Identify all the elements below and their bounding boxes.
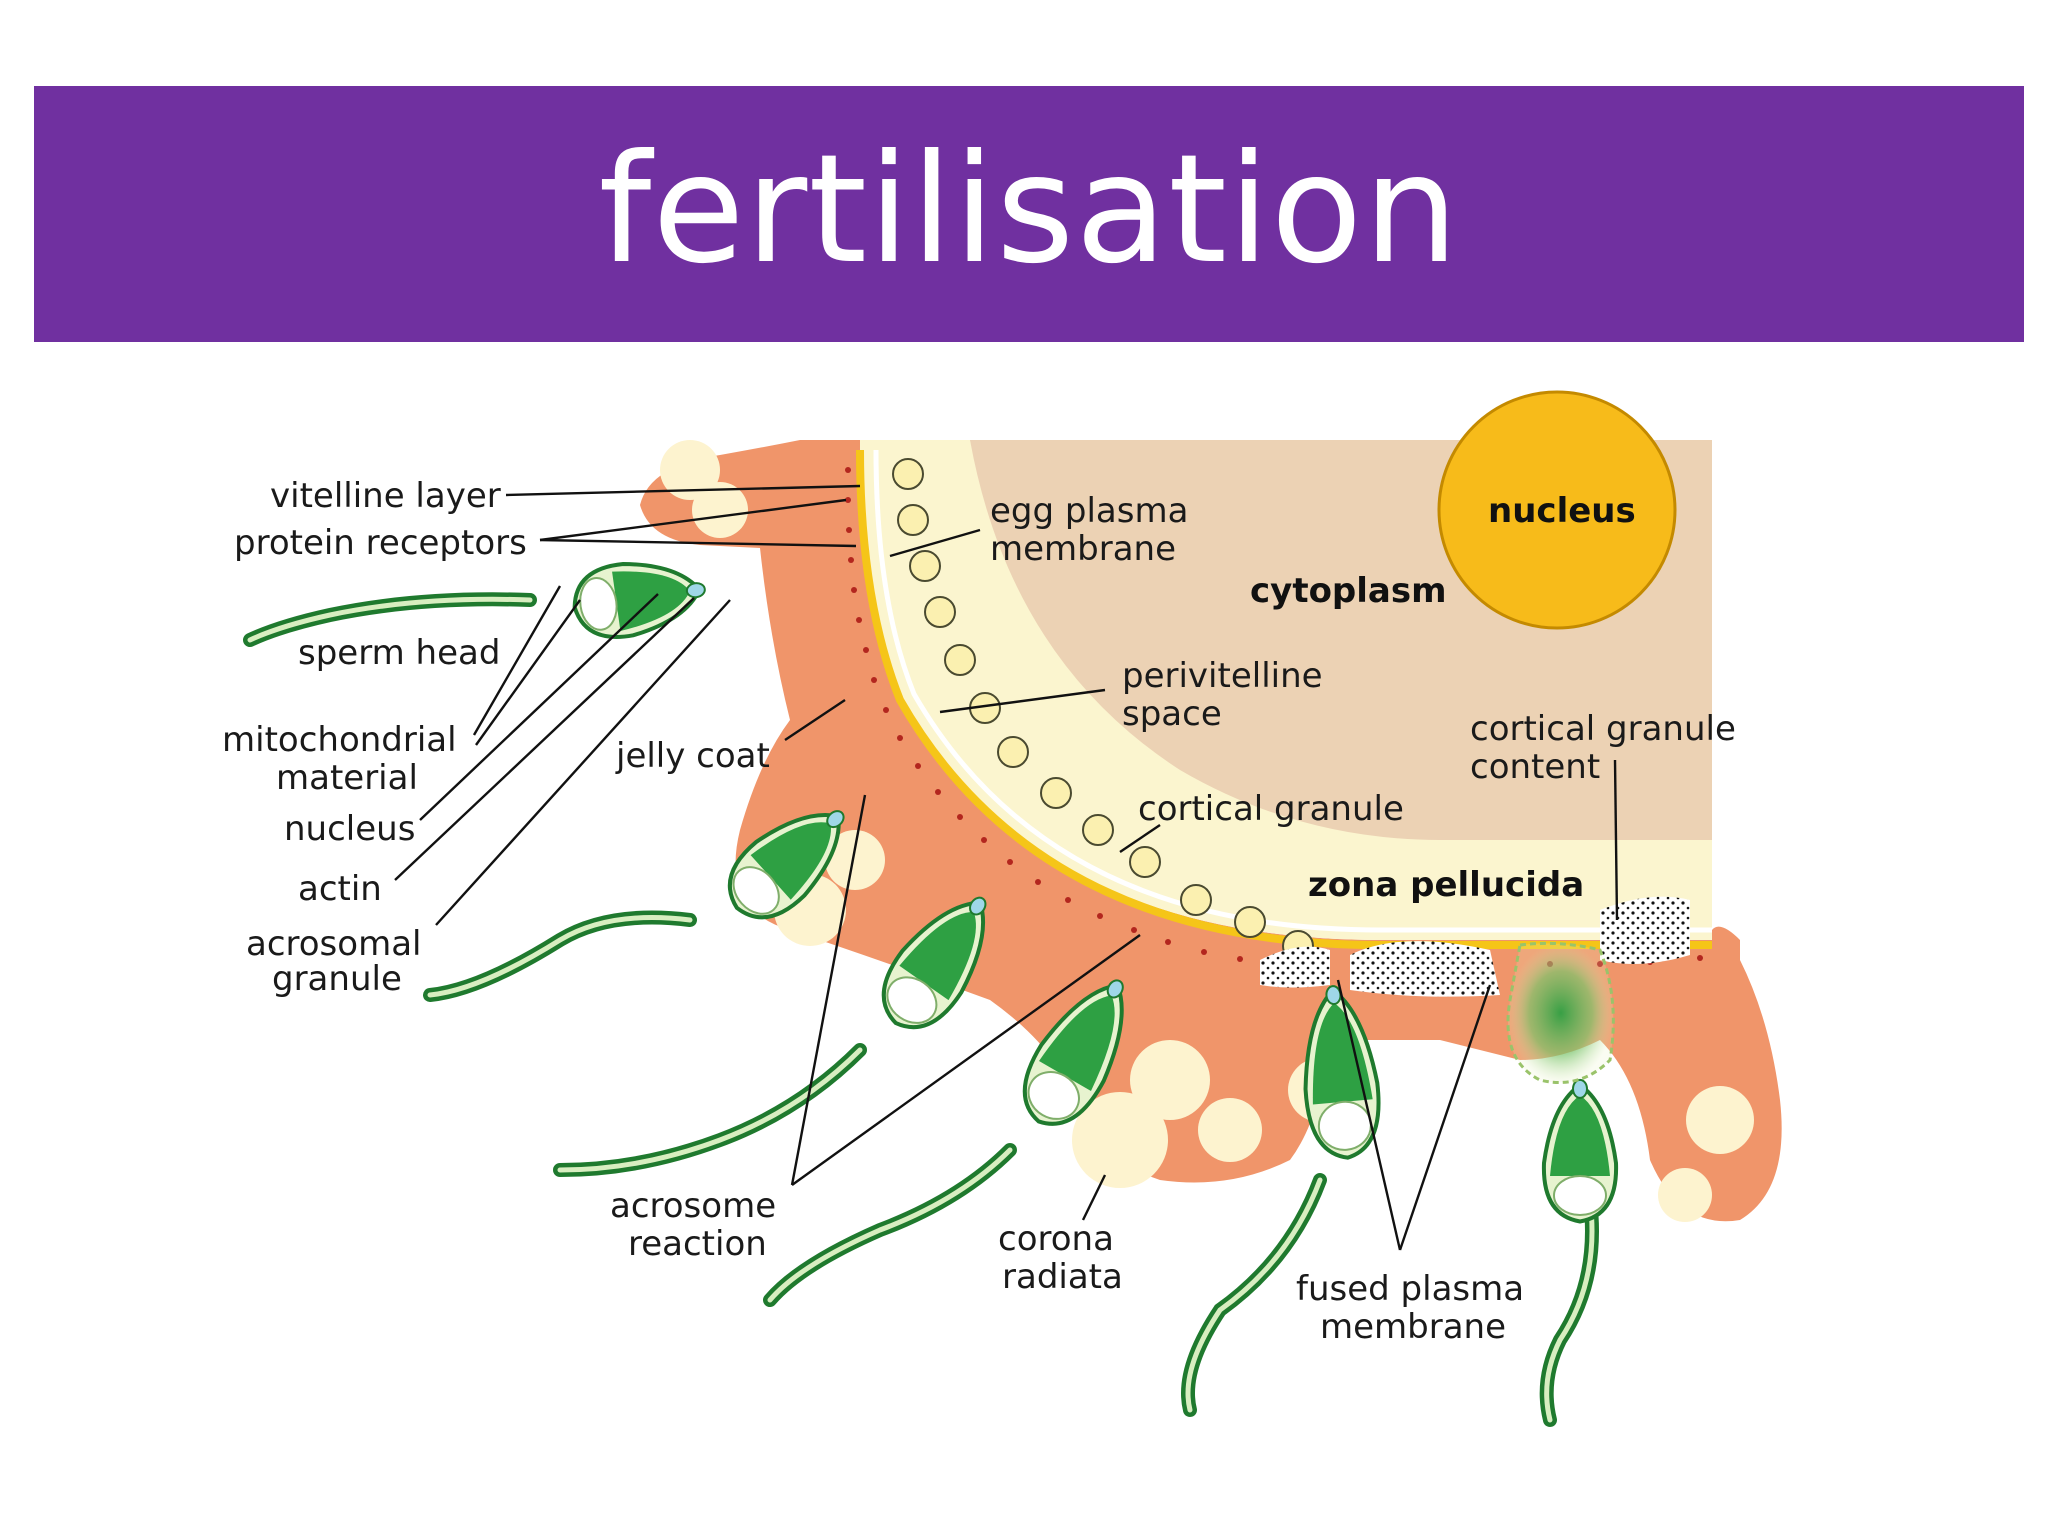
sperm-tail-core — [767, 1147, 1013, 1303]
label-fused-plasma: fused plasma — [1296, 1269, 1524, 1309]
sperm-cell — [763, 979, 1124, 1307]
sperm-head — [1303, 985, 1381, 1160]
acrosomal-granule — [685, 582, 706, 599]
sperm-nucleus — [1039, 995, 1115, 1091]
label-nucleus-left: nucleus — [284, 809, 415, 849]
sperm-head — [572, 562, 706, 639]
label-space: space — [1122, 694, 1222, 734]
sperm-head — [1022, 979, 1124, 1126]
sperm-head — [727, 810, 845, 920]
acrosomal-granule — [969, 896, 987, 916]
mitochondrial-material — [1027, 1071, 1080, 1120]
label-cortical-granule-content: cortical granule — [1470, 709, 1736, 749]
mitochondrial-material — [886, 976, 938, 1024]
jelly-coat — [640, 440, 1782, 1222]
page-title: fertilisation — [598, 123, 1460, 297]
mitochondrial-material — [732, 866, 780, 915]
label-material: material — [276, 758, 418, 798]
sperm-tail-core — [1185, 1177, 1323, 1413]
sperm-nucleus — [750, 822, 831, 900]
mitochondrial-material — [1553, 1175, 1607, 1216]
egg-nucleus — [1437, 390, 1677, 630]
label-perivitelline: perivitelline — [1122, 656, 1323, 696]
label-protein-receptors: protein receptors — [234, 523, 527, 563]
sperm-tail-core — [1544, 1197, 1595, 1423]
label-actin: actin — [298, 869, 382, 909]
sperm-cell — [423, 810, 845, 1002]
sperm-cell — [553, 896, 987, 1177]
label-jelly-coat: jelly coat — [615, 736, 770, 776]
sperm-cell — [243, 562, 706, 647]
label-cytoplasm: cytoplasm — [1250, 571, 1447, 611]
sperm-tail-core — [247, 596, 533, 643]
title-bar: fertilisation — [34, 86, 2024, 342]
sperm-tail — [1539, 1193, 1599, 1427]
cortical-granule-content — [1260, 896, 1690, 997]
label-zona-pellucida: zona pellucida — [1308, 865, 1584, 905]
acrosomal-granule — [1572, 1078, 1588, 1099]
cortical-granules — [892, 458, 1314, 962]
mitochondrial-material — [579, 576, 618, 631]
label-fused-membrane: membrane — [1320, 1307, 1506, 1347]
label-egg-nucleus: nucleus — [1488, 491, 1636, 531]
label-sperm-head: sperm head — [298, 633, 500, 673]
label-acrosomal: acrosomal — [246, 924, 421, 964]
label-content: content — [1470, 747, 1600, 787]
sperm-group — [243, 562, 1619, 1427]
sperm-head — [1541, 1078, 1619, 1224]
acrosomal-granule — [1106, 979, 1124, 999]
sperm-cell — [1539, 1078, 1619, 1427]
sperm-tail-core — [557, 1047, 863, 1173]
fused-sperm-head — [1506, 941, 1615, 1084]
label-corona: corona — [998, 1219, 1114, 1259]
label-membrane-top: membrane — [990, 529, 1176, 569]
sperm-nucleus — [899, 911, 976, 1001]
vitelline-layer — [856, 449, 1712, 949]
label-acrosome: acrosome — [610, 1186, 776, 1226]
label-radiata: radiata — [1002, 1257, 1123, 1297]
sperm-nucleus — [1312, 1003, 1373, 1105]
label-cortical-granule: cortical granule — [1138, 789, 1404, 829]
sperm-nucleus — [1550, 1095, 1610, 1176]
label-egg-plasma: egg plasma — [990, 491, 1188, 531]
acrosomal-granule — [826, 810, 845, 829]
sperm-head — [881, 896, 987, 1030]
leader-lines — [394, 484, 1619, 1251]
sperm-tail-core — [427, 915, 693, 998]
label-vitelline-layer: vitelline layer — [270, 476, 501, 516]
diagram-labels: vitelline layer protein receptors sperm … — [222, 476, 1736, 1347]
label-granule: granule — [272, 959, 402, 999]
sperm-cell — [1181, 985, 1381, 1417]
label-mitochondrial: mitochondrial — [222, 720, 457, 760]
label-reaction: reaction — [628, 1224, 767, 1264]
